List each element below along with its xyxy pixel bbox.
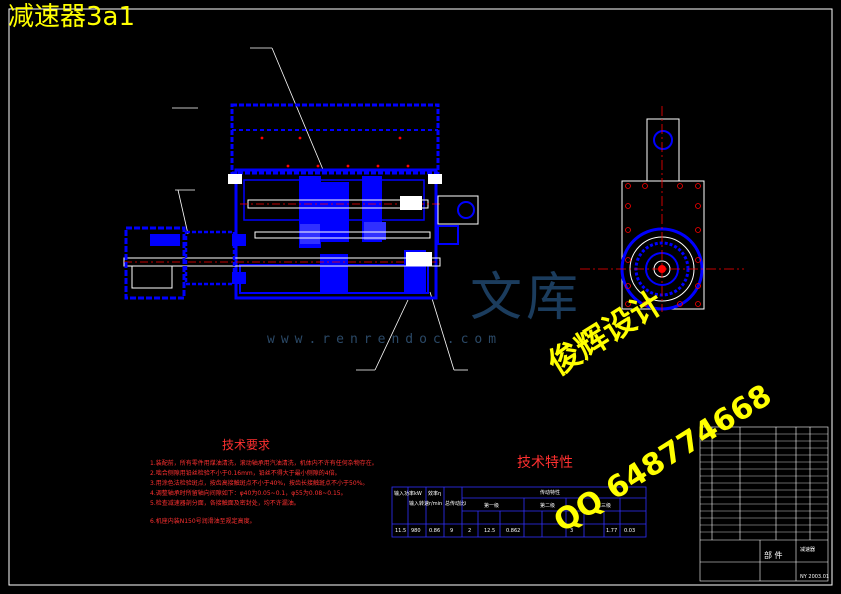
perf-value: 3	[570, 528, 574, 534]
perf-header: 传动特性	[540, 490, 561, 496]
watermark-url: www.renrendoc.com	[267, 332, 503, 347]
watermark-chinese: 文库	[470, 268, 583, 328]
output-flange	[437, 195, 479, 225]
top-frame	[230, 103, 440, 175]
perf-header: 效率η	[428, 491, 442, 497]
perf-header: 第一级	[484, 503, 500, 509]
title-block-drawing-no: NY 2003.01	[800, 574, 830, 580]
title-block-name: 减速器	[800, 547, 816, 553]
front-view	[123, 103, 479, 300]
perf-value: 980	[411, 528, 421, 534]
performance-heading: 技术特性	[517, 455, 573, 471]
leader-lines	[172, 47, 468, 371]
perf-header: 第二级	[540, 503, 556, 509]
performance-table	[391, 486, 647, 538]
perf-header: 第三级	[596, 503, 612, 509]
perf-value: 0.86	[429, 528, 441, 534]
perf-value: 11.5	[395, 528, 407, 534]
tech-requirement-item: 1.装配前，所有零件用煤油清洗，滚动轴承用汽油清洗，机体内不许有任何杂物存在。	[150, 460, 378, 467]
title-block-part-label: 部 件	[764, 551, 783, 560]
parts-list-rows	[700, 433, 828, 533]
perf-value: 9	[450, 528, 454, 534]
gear-2	[321, 182, 349, 242]
tech-requirement-item: 2.啮合侧隙用铅丝检验不小于0.16mm，铅丝不得大于最小侧隙的4倍。	[150, 470, 341, 477]
perf-header: 总传动比i	[445, 501, 467, 507]
gear-4	[320, 254, 348, 292]
tech-requirement-item: 5.检查减速器剖分面，各接触面及密封处，均不许漏油。	[150, 500, 300, 507]
perf-header: 输入转速r/min	[409, 501, 443, 507]
tech-requirements-heading: 技术要求	[222, 438, 271, 452]
side-view	[580, 106, 744, 312]
drawing-border	[8, 8, 833, 586]
drawing-title: 减速器3a1	[8, 2, 136, 32]
perf-header: 输入功率kW	[394, 491, 422, 497]
perf-value: 0.03	[624, 528, 636, 534]
input-coupling	[124, 226, 186, 300]
perf-value: 2	[468, 528, 472, 534]
side-top-bore	[653, 130, 673, 150]
shaft-middle	[254, 231, 431, 239]
perf-value: 12.5	[484, 528, 496, 534]
perf-value: 0.862	[506, 528, 521, 534]
tech-requirement-item: 3.用涂色法检验斑点，按齿高接触斑点不小于40%，按齿长接触斑点不小于50%。	[150, 480, 369, 487]
perf-value: 1.77	[606, 528, 618, 534]
tech-requirement-item: 4.调整轴承时所留轴向间隙如下：φ40为0.05~0.1，φ55为0.08~0.…	[150, 490, 347, 497]
tech-requirement-item: 6.机座内装N150号润滑油至规定高度。	[150, 518, 256, 525]
